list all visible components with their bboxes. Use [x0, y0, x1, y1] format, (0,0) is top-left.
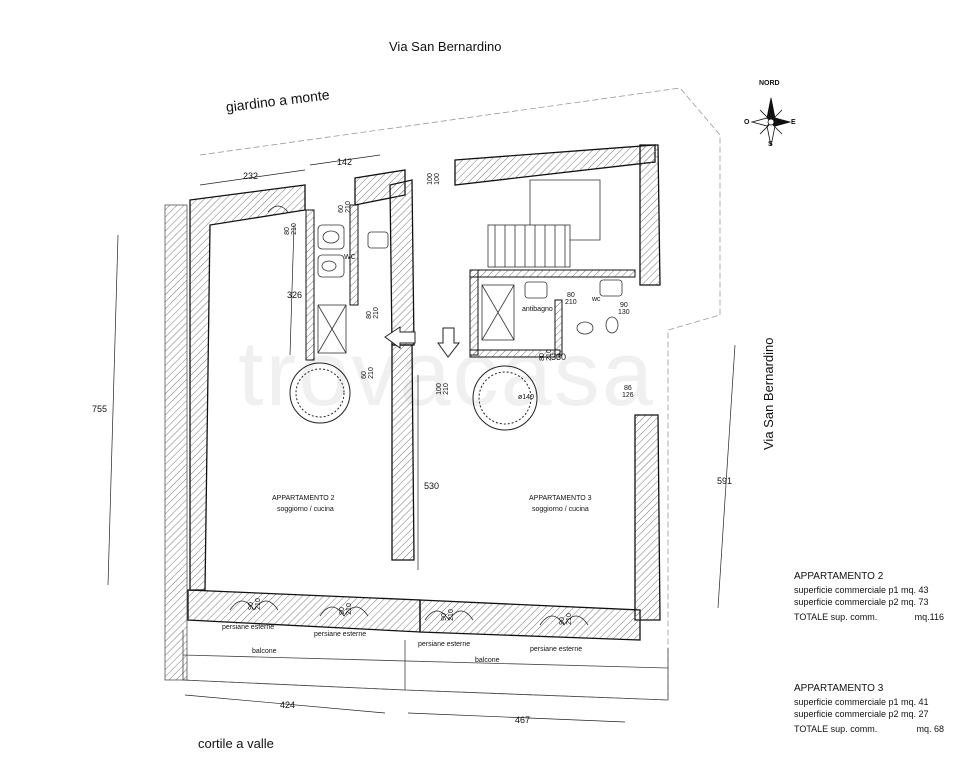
- wc-partitions: [305, 204, 636, 361]
- dim-90-210-4: 90 210: [558, 613, 573, 625]
- street-label-right: Via San Bernardino: [761, 337, 776, 450]
- room-wc-3: wc: [592, 296, 601, 303]
- dim-530: 530: [424, 481, 440, 491]
- summary-app2-total-value: mq.116: [914, 611, 944, 622]
- dimension-lines: [107, 154, 736, 723]
- courtyard-label: cortile a valle: [198, 736, 274, 751]
- window-openings: [229, 205, 589, 626]
- dim-330: 330: [551, 352, 567, 362]
- summary-app3-total: TOTALE sup. comm. mq. 68: [794, 723, 944, 735]
- summary-apartment-3: APPARTAMENTO 3 superficie commerciale p1…: [794, 682, 944, 735]
- staircase: [487, 179, 601, 268]
- dim-80-210-wc: 80 210: [365, 307, 380, 319]
- balcony-label-1: balcone: [252, 648, 277, 655]
- arrows: [384, 326, 461, 358]
- summary-app2-total-label: TOTALE sup. comm.: [794, 611, 878, 622]
- summary-app2-p1: superficie commerciale p1 mq. 43: [794, 584, 929, 595]
- shutters-label-3: persiane esterne: [418, 641, 471, 648]
- dim-90-210-1: 90 210: [247, 598, 262, 610]
- summary-app2-title: APPARTAMENTO 2: [794, 571, 884, 582]
- dim-100-210: 100 210: [435, 383, 450, 395]
- dim-755: 755: [92, 404, 108, 414]
- summary-app3-total-value: mq. 68: [916, 723, 944, 734]
- dim-80-210-antibagno: 80 210: [565, 292, 577, 306]
- dim-591: 591: [717, 476, 733, 486]
- room-wc-2: WC: [344, 254, 356, 261]
- dim-60-210: 60 210: [337, 201, 352, 213]
- apartment-3-room: soggiorno / cucina: [532, 506, 589, 513]
- dim-80-210-small: 80 210: [538, 349, 553, 361]
- outer-walls: [187, 144, 661, 641]
- left-party-wall: [164, 204, 188, 681]
- dim-80-210-top: 80 210: [283, 223, 298, 235]
- dim-100-100: 100 100: [426, 173, 441, 185]
- shutters-label-2: persiane esterne: [314, 631, 367, 638]
- apartment-2-name: APPARTAMENTO 2: [272, 495, 335, 502]
- fixtures: [317, 224, 623, 354]
- summary-app3-p2: superficie commerciale p2 mq. 27: [794, 708, 929, 719]
- dim-86-126: 86 126: [622, 385, 634, 399]
- summary-app2-total: TOTALE sup. comm. mq.116: [794, 611, 944, 623]
- balcony-label-2: balcone: [475, 657, 500, 664]
- balcony: [182, 630, 669, 701]
- summary-app3-p1: superficie commerciale p1 mq. 41: [794, 696, 929, 707]
- dim-467: 467: [515, 715, 531, 725]
- apartment-2-room: soggiorno / cucina: [277, 506, 334, 513]
- compass-east: E: [791, 119, 796, 126]
- dim-326: 326: [287, 290, 303, 300]
- dim-142: 142: [337, 157, 353, 167]
- shutters-label-4: persiane esterne: [530, 646, 583, 653]
- shutters-label-1: persiane esterne: [222, 624, 275, 631]
- summary-apartment-2: APPARTAMENTO 2 superficie commerciale p1…: [794, 570, 944, 623]
- street-label-top: Via San Bernardino: [389, 39, 502, 54]
- summary-app3-title: APPARTAMENTO 3: [794, 683, 884, 694]
- dim-phi140: ø140: [518, 394, 534, 401]
- apartment-3-name: APPARTAMENTO 3: [529, 495, 592, 502]
- dim-90-130: 90 130: [618, 302, 630, 316]
- room-antibagno: antibagno: [522, 306, 553, 313]
- dim-90-210-2: 90 210: [338, 603, 353, 615]
- summary-app3-total-label: TOTALE sup. comm.: [794, 723, 878, 734]
- compass-north: NORD: [759, 80, 780, 87]
- dim-60-210-stair: 60 210: [360, 367, 375, 379]
- compass-rose: [750, 97, 792, 147]
- dim-424: 424: [280, 700, 296, 710]
- compass-west: O: [744, 119, 750, 126]
- summary-app2-p2: superficie commerciale p2 mq. 73: [794, 596, 929, 607]
- compass-south: S: [768, 141, 773, 148]
- dim-232: 232: [243, 171, 259, 181]
- spiral-stairs: [289, 362, 538, 431]
- dim-90-210-3: 90 210: [440, 609, 455, 621]
